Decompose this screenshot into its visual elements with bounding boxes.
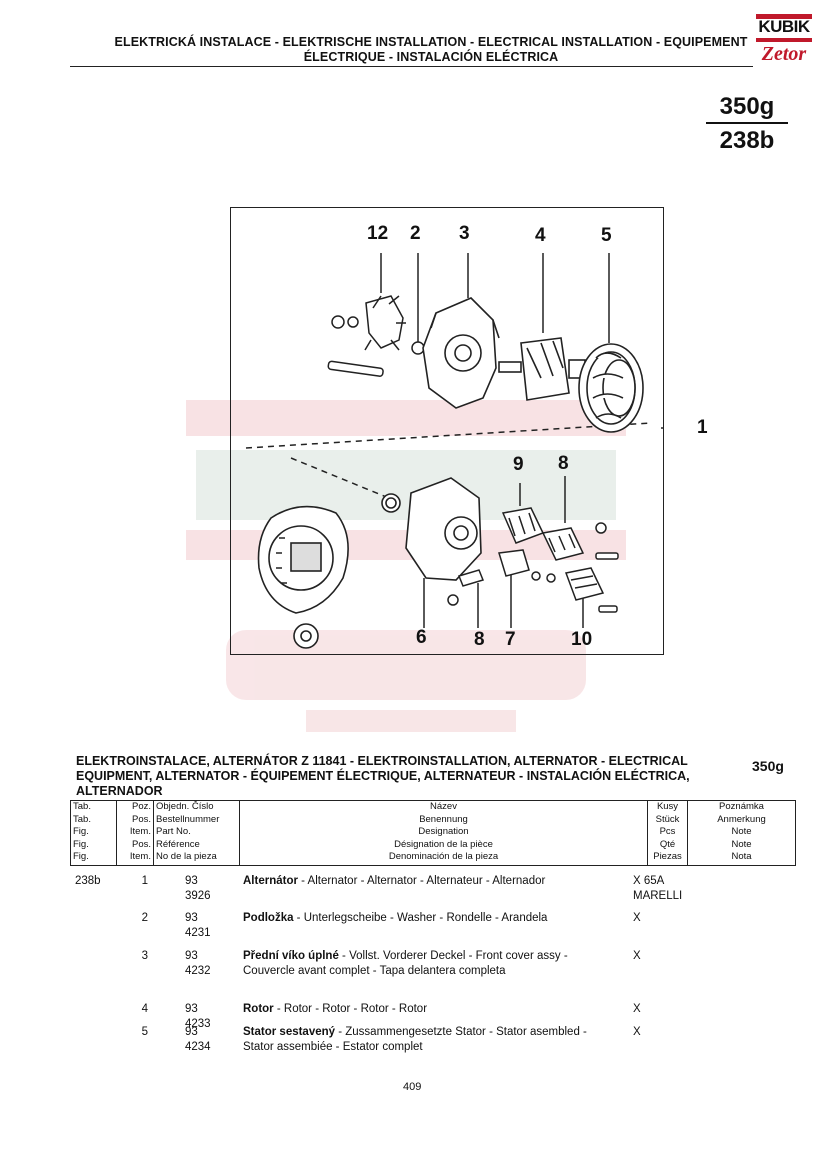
callout-10: 10 [571, 629, 593, 650]
header-divider [70, 66, 753, 67]
col-tab: Tab. Tab. Fig. Fig. Fig. [70, 800, 117, 866]
section-code: 350g [752, 758, 784, 774]
logo-zetor-text: Zetor [761, 43, 807, 65]
page-code-divider [706, 122, 788, 124]
callout-2: 2 [410, 223, 421, 244]
header-title: ELEKTRICKÁ INSTALACE - ELEKTRISCHE INSTA… [96, 35, 766, 65]
exploded-view-figure: 12 2 3 4 5 1 9 8 6 8 7 10 [230, 207, 708, 655]
col-designation: Název Benennung Designation Désignation … [239, 800, 648, 866]
callout-7: 7 [505, 629, 516, 650]
callout-12: 12 [367, 223, 389, 244]
page-code-top: 350g [719, 93, 775, 120]
callout-8-lower: 8 [474, 629, 485, 650]
col-part-number: Objedn. Číslo Bestellnummer Part No. Réf… [153, 800, 240, 866]
parts-table-header: Tab. Tab. Fig. Fig. Fig. Poz. Pos. Item.… [70, 800, 796, 866]
page-number: 409 [403, 1081, 422, 1093]
col-quantity: Kusy Stück Pcs Qté Piezas [647, 800, 688, 866]
section-title: ELEKTROINSTALACE, ALTERNÁTOR Z 11841 - E… [76, 754, 690, 798]
callout-8-upper: 8 [558, 453, 569, 474]
page-code-bottom: 238b [719, 127, 775, 154]
callout-6: 6 [416, 627, 427, 648]
callout-1: 1 [697, 417, 708, 438]
callout-9: 9 [513, 454, 524, 475]
page-code: 350g 238b [706, 92, 788, 156]
logo-kubik-text: KUBIK [758, 17, 810, 36]
callout-5: 5 [601, 225, 612, 246]
kubik-zetor-logo: KUBIK Zetor [756, 12, 812, 68]
header-title-line2: ÉLECTRIQUE - INSTALACIÓN ELÉCTRICA [303, 50, 559, 64]
col-poz: Poz. Pos. Item. Pos. Item. [116, 800, 154, 866]
col-note: Poznámka Anmerkung Note Note Nota [687, 800, 796, 866]
header-title-line1: ELEKTRICKÁ INSTALACE - ELEKTRISCHE INSTA… [114, 35, 748, 49]
callout-3: 3 [459, 223, 470, 244]
alternator-drawing [245, 253, 663, 649]
callout-4: 4 [535, 225, 546, 246]
